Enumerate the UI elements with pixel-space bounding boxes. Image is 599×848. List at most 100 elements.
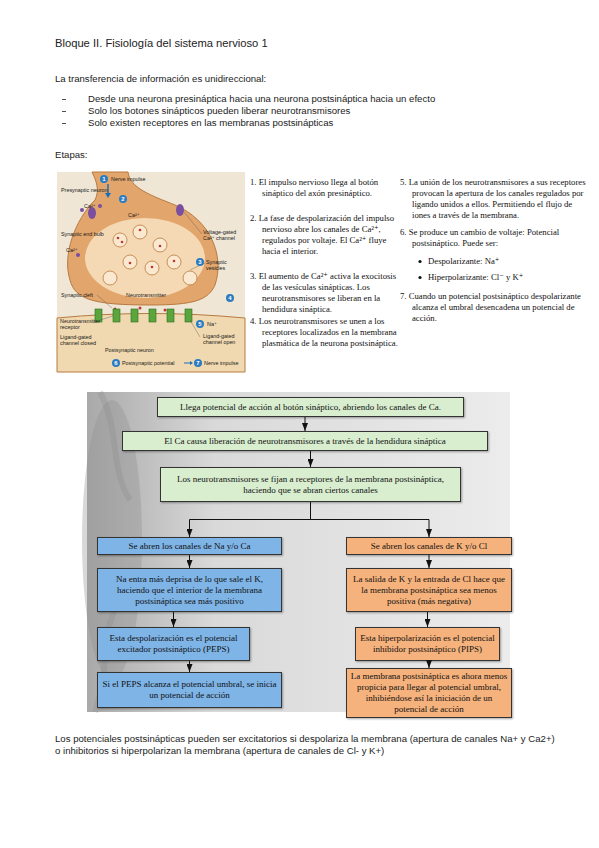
callout-number: 7: [194, 359, 202, 367]
receptor: [131, 309, 138, 322]
part-label: Ca²⁺: [66, 247, 78, 253]
sequence-arrow-head: [190, 361, 193, 365]
vesicle: [123, 255, 137, 269]
callout-number: 5: [196, 320, 204, 328]
flow-arrow: [429, 555, 430, 568]
calcium-ion: [76, 253, 80, 257]
step-text: 2. La fase de despolarización del impuls…: [250, 213, 400, 257]
leader-lines: [97, 212, 205, 337]
callout-circle: [119, 195, 127, 203]
part-label: Nerve impulse: [111, 176, 145, 182]
neurotransmitter-dot: [139, 229, 142, 232]
leader-line: [184, 212, 202, 234]
step-text: 5. La unión de los neurotransmisores a s…: [400, 177, 592, 221]
process-box: Si el PEPS alcanza el potencial umbral, …: [97, 672, 282, 708]
neurotransmitter-dot: [164, 309, 167, 312]
part-label: Voltage-gated Ca²⁺ channel: [203, 229, 243, 241]
flow-arrow: [310, 451, 311, 467]
page-title: Bloque II. Fisiología del sistema nervio…: [55, 37, 268, 50]
receptor: [185, 309, 192, 322]
callout-number: 3: [196, 258, 204, 266]
sequence-arrow: [184, 363, 190, 364]
body-text: Los potenciales postsinápticas pueden se…: [55, 733, 560, 757]
part-label: Postsynaptic neuron: [105, 347, 154, 353]
part-label: Nerve impulse: [204, 360, 238, 366]
callout-circle: [100, 175, 108, 183]
step-bullet-text: Hiperpolarizante: Cl⁻ y K⁺: [428, 272, 578, 283]
flow-arrow: [311, 502, 430, 537]
flow-arrow: [305, 417, 306, 431]
process-box: Esta despolarización es el potencial exc…: [97, 627, 250, 661]
box-text: Llega potencial de acción al botón sináp…: [180, 402, 441, 413]
body-text: Desde una neurona presináptica hacia una…: [88, 93, 568, 105]
flow-arrow: [429, 661, 430, 668]
callout-circle: [196, 320, 204, 328]
synaptic-vesicles: [103, 225, 197, 285]
body-text: Etapas:: [55, 149, 255, 161]
process-box: Na entra más deprisa de lo que sale el K…: [97, 568, 282, 612]
calcium-ion: [80, 208, 84, 212]
part-label: Ligand-gated channel closed: [60, 334, 108, 346]
part-label: Postsynaptic potential: [122, 360, 174, 366]
callout-number: 2: [119, 195, 127, 203]
part-label: Neurotransmitter receptor: [60, 318, 110, 330]
callout-number: 4: [226, 294, 234, 302]
part-label: Presynaptic neuron: [61, 187, 107, 193]
process-box: El Ca causa liberación de neurotransmiso…: [122, 431, 488, 451]
neurotransmitter-dot: [121, 241, 124, 244]
part-label: Synaptic cleft: [61, 292, 93, 298]
body-text: Solo los botones sinápticos pueden liber…: [88, 105, 568, 117]
process-box: La membrana postsináptica es ahora menos…: [346, 668, 512, 718]
process-box: La salida de K y la entrada de Cl hace q…: [346, 568, 512, 612]
bullet-dot: [418, 276, 421, 279]
neurotransmitter-dot: [129, 262, 132, 265]
callout-circle: [196, 258, 204, 266]
process-box: Se abren los canales de K y/o Cl: [346, 537, 512, 555]
neurotransmitter-dot: [159, 245, 162, 248]
step-text: 4. Los neurotransmisores se unen a los r…: [250, 316, 400, 349]
receptor: [113, 309, 120, 322]
part-label: Na⁺: [207, 321, 217, 327]
flow-arrow: [189, 661, 190, 672]
callout-circle: [112, 359, 120, 367]
vesicle: [103, 271, 117, 285]
vesicle: [153, 238, 167, 252]
neurotransmitter-dot: [173, 260, 176, 263]
callout-circle: [194, 359, 202, 367]
vesicle: [167, 255, 181, 269]
bullet-dot: [418, 260, 421, 263]
neurotransmitter-dot: [151, 266, 154, 269]
part-label: Synaptic vesicles: [206, 259, 242, 271]
part-label: Ca²⁺: [84, 203, 96, 209]
leader-line: [97, 295, 112, 308]
bullet-dash: [62, 99, 66, 100]
vesicle: [113, 233, 127, 247]
box-text: Si el PEPS alcanza el potencial umbral, …: [101, 679, 278, 701]
vesicle: [145, 261, 159, 275]
bullet-dash: [62, 111, 66, 112]
part-label: Ligand-gated channel open: [203, 333, 243, 345]
flow-arrow: [173, 612, 174, 627]
vesicle: [183, 271, 197, 285]
step-text: 7. Cuando un potencial postsináptico des…: [400, 291, 592, 324]
part-label: Ca²⁺: [128, 212, 140, 218]
body-text: Solo existen receptores en las membranas…: [88, 117, 568, 129]
step-text: 6. Se produce un cambio de voltaje: Pote…: [400, 227, 592, 249]
calcium-channel: [176, 204, 184, 216]
part-label: Synaptic end bulb: [61, 231, 104, 237]
box-text: Esta hiperpolarización es el potencial i…: [359, 633, 496, 655]
bulb-interior: [85, 218, 205, 298]
flow-arrow: [189, 555, 190, 568]
callout-number: 1: [100, 175, 108, 183]
box-text: Se abren los canales de K y/o Cl: [371, 541, 488, 552]
step-bullet-text: Despolarizante: Na⁺: [428, 256, 578, 267]
body-text: La transferencia de información es unidi…: [55, 73, 565, 85]
box-text: La salida de K y la entrada de Cl hace q…: [350, 574, 508, 607]
box-text: La membrana postsináptica es ahora menos…: [350, 671, 508, 715]
part-label: Neurotransmitter: [126, 292, 166, 298]
box-text: Na entra más deprisa de lo que sale el K…: [101, 574, 278, 607]
